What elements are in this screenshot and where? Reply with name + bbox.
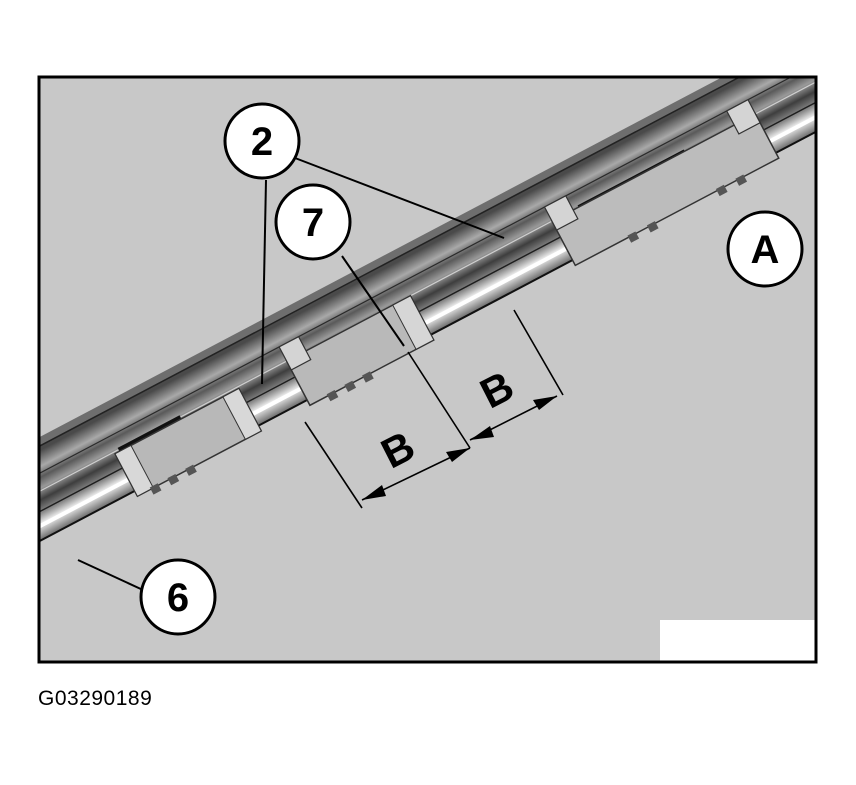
callout-2: 2 — [223, 102, 301, 180]
leader-7 — [341, 255, 405, 347]
ext-line-1 — [304, 421, 363, 509]
clip-middle — [278, 294, 435, 407]
svg-text:7: 7 — [302, 201, 324, 245]
leader-2-right — [294, 157, 505, 239]
svg-text:6: 6 — [167, 576, 189, 620]
callout-7: 7 — [274, 183, 352, 261]
svg-text:2: 2 — [251, 120, 273, 164]
svg-text:A: A — [751, 228, 780, 272]
callout-6: 6 — [139, 558, 217, 636]
arrowhead — [533, 396, 557, 410]
window-rail — [39, 77, 816, 569]
arrowhead — [446, 448, 470, 462]
callout-a: A — [726, 210, 804, 288]
leader-2-left — [261, 179, 267, 385]
blank-label-box — [660, 620, 816, 662]
ext-line-3 — [513, 309, 564, 396]
leader-6 — [77, 559, 144, 591]
arrowhead — [470, 426, 494, 440]
clip-right — [543, 98, 780, 267]
diagram-frame — [37, 75, 818, 664]
ext-line-2 — [407, 351, 471, 449]
arrowhead — [362, 485, 386, 500]
figure-code: G03290189 — [38, 687, 153, 710]
clip-left — [114, 387, 263, 498]
